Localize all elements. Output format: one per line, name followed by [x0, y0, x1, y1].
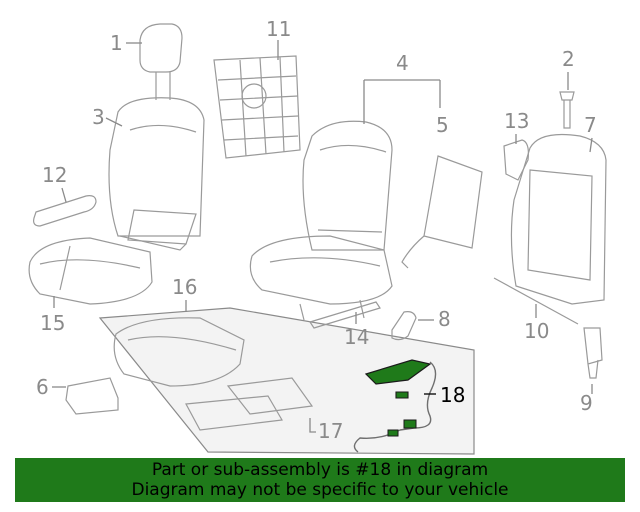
rail-part — [309, 301, 381, 329]
label-4: 4 — [396, 51, 409, 75]
label-1: 1 — [110, 31, 123, 55]
label-16: 16 — [172, 275, 197, 299]
label-2: 2 — [562, 47, 575, 71]
leader-3 — [105, 117, 123, 127]
bolt-part — [559, 91, 575, 129]
label-8: 8 — [438, 307, 451, 331]
seatback-spring-frame-part — [213, 55, 301, 159]
label-15: 15 — [40, 311, 65, 335]
seat-parts-diagram: 1 11 3 12 15 4 5 14 — [28, 17, 607, 455]
trim-piece-part — [33, 195, 97, 227]
info-banner: Part or sub-assembly is #18 in diagram D… — [15, 458, 625, 502]
label-12: 12 — [42, 163, 67, 187]
label-9: 9 — [580, 391, 593, 415]
seatback-frame-part — [510, 133, 607, 305]
leader-12 — [61, 187, 67, 203]
label-17: 17 — [318, 419, 343, 443]
label-7: 7 — [584, 113, 597, 137]
label-10: 10 — [524, 319, 549, 343]
back-panel-part — [401, 155, 483, 269]
wiring-harness-part — [353, 359, 437, 453]
cushion-pad-part — [113, 317, 245, 387]
subassembly-panel — [98, 307, 475, 455]
banner-line-2: Diagram may not be specific to your vehi… — [131, 480, 509, 500]
label-5: 5 — [436, 113, 449, 137]
rod-part — [493, 277, 579, 325]
banner-line-1: Part or sub-assembly is #18 in diagram — [151, 460, 489, 480]
label-13: 13 — [504, 109, 529, 133]
leader-17 — [309, 418, 316, 433]
label-18: 18 — [440, 383, 465, 407]
label-6: 6 — [36, 375, 49, 399]
bracket-part — [503, 139, 529, 181]
leader-7 — [589, 137, 593, 153]
cover-piece-part — [391, 311, 417, 341]
headrest-part — [139, 23, 183, 100]
label-14: 14 — [344, 325, 369, 349]
seat-assembly-part — [249, 120, 393, 321]
clip-part — [65, 377, 119, 415]
cushion-cover-part — [28, 237, 153, 305]
buckle-part — [583, 327, 603, 379]
heater-mats-part — [185, 377, 314, 431]
label-11: 11 — [266, 17, 291, 41]
seatback-cover-part — [108, 97, 205, 251]
label-3: 3 — [92, 105, 105, 129]
leader-4 — [363, 79, 441, 124]
